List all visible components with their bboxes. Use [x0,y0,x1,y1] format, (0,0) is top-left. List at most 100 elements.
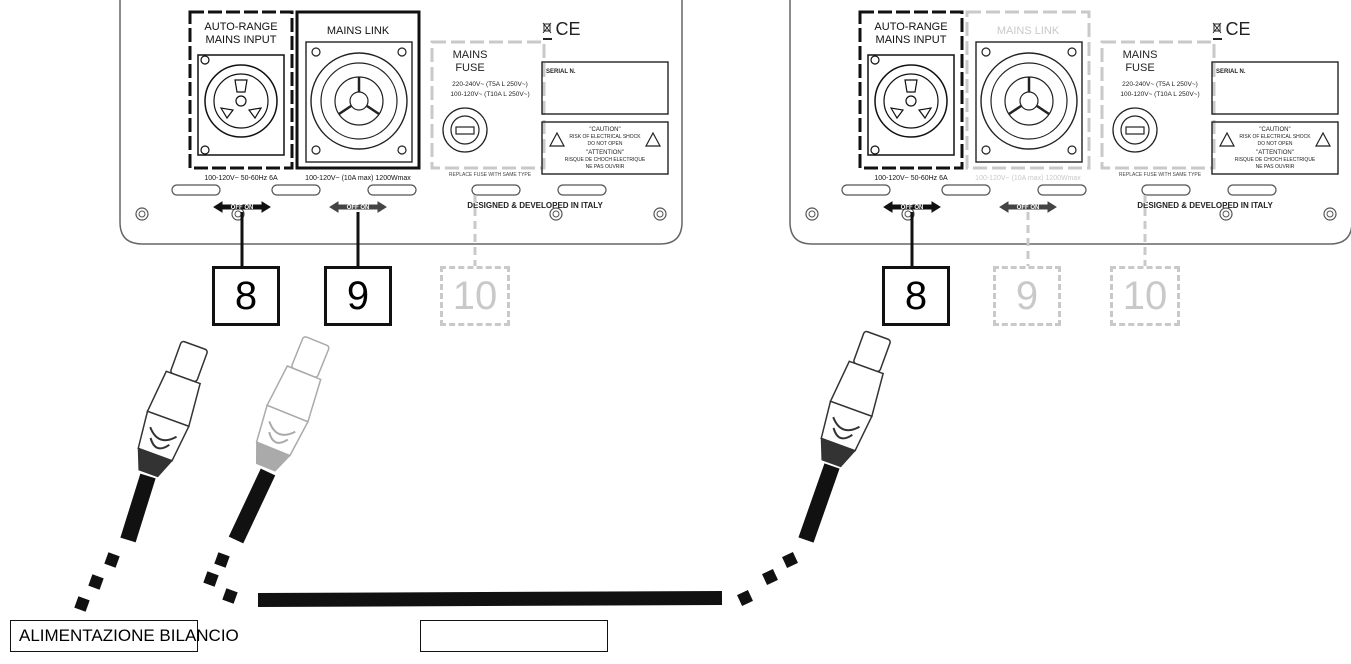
mains-fuse-rating-1: 220-240V~ (T5A L 250V~) [452,81,528,88]
caution-text-1: RISK OF ELECTRICAL SHOCK [569,134,641,140]
mains-fuse-holder [1112,107,1158,153]
mains-input-screw [870,55,880,65]
mains-fuse-frame [430,40,546,170]
mains-fuse-cap [450,115,480,145]
mains-input-screw [200,145,210,155]
panel-screw-inner [1222,210,1230,218]
mains-input-pin-left [889,107,905,120]
mains-input-frame [188,10,294,170]
attention-title: "ATTENTION" [1256,150,1294,156]
input-switch-label: OFF ON [901,205,924,211]
callout-9-left: 9 [324,266,392,326]
cable-dash [74,596,90,612]
weee-icon-bar [1213,38,1222,40]
caution-text-2: DO NOT OPEN [588,141,623,147]
mains-input-title-2: MAINS INPUT [876,34,947,46]
mains-link-screw [1067,145,1077,155]
plug-left-grip [149,426,178,450]
vent-slot [471,184,521,196]
mains-link-frame [965,10,1091,170]
panel-screw [805,207,819,221]
mains-input-socket-inner [883,73,939,129]
mains-link-screw [397,47,407,57]
serial-box [541,61,669,115]
mains-input-pin-right [917,107,933,120]
plug-right-grip [832,416,861,440]
mains-link-socket-ring [990,62,1068,140]
mains-input-title-1: AUTO-RANGE [874,21,947,33]
mains-fuse-note: REPLACE FUSE WITH SAME TYPE [449,172,532,178]
warning-icon [1314,131,1332,147]
caution-box [541,121,669,175]
cable-dash [214,552,230,568]
mains-link-spokes [1008,77,1050,116]
cable-right [798,463,840,543]
mains-fuse-title-1: MAINS [1123,49,1158,61]
panel-screw [1323,207,1337,221]
mains-link-screw [1067,47,1077,57]
weee-icon-bar [543,38,552,40]
attention-text-2: NE PAS OUVRIR [586,164,625,170]
link-switch-label: OFF ON [1017,205,1040,211]
vent-slot [1141,184,1191,196]
warning-icon [644,131,662,147]
panel-screw [653,207,667,221]
vent-slot [171,184,221,196]
mains-fuse-slot [455,126,475,135]
mains-input-rating: 100-120V~ 50-60Hz 6A [874,175,948,182]
mains-fuse-title-2: FUSE [455,62,484,74]
serial-label: SERIAL N. [546,69,576,75]
mains-fuse-title-2: FUSE [1125,62,1154,74]
designed-label: DESIGNED & DEVELOPED IN ITALY [1137,201,1273,210]
attention-title: "ATTENTION" [586,150,624,156]
mains-input-socket-inner [213,73,269,129]
warning-icon [548,131,566,147]
callout-10-right: 10 [1110,266,1180,326]
input-switch [213,201,271,213]
serial-label: SERIAL N. [1216,69,1246,75]
mains-fuse-holder [442,107,488,153]
weee-icon [543,23,551,32]
mains-link-body [975,41,1083,163]
mains-link-screw [397,145,407,155]
mains-input-screw [870,145,880,155]
mains-fuse-rating-2: 100-120V~ (T10A L 250V~) [1120,91,1199,98]
mains-link-screw [981,145,991,155]
mains-input-screw [200,55,210,65]
caution-title: "CAUTION" [1259,127,1290,133]
callout-8-left: 8 [212,266,280,326]
callout-8-right: 8 [882,266,950,326]
mains-input-body [197,54,285,156]
mains-link-title: MAINS LINK [327,25,390,37]
panel-screw-inner [808,210,816,218]
caution-text-1: RISK OF ELECTRICAL SHOCK [1239,134,1311,140]
mains-link-rating: 100-120V~ (10A max) 1200Wmax [975,175,1081,182]
mains-input-title-1: AUTO-RANGE [204,21,277,33]
mains-fuse-slot [1125,126,1145,135]
panel-screw [549,207,563,221]
plug-right-boot [820,437,856,468]
mains-input-pin-top [234,79,248,93]
link-cable [257,591,723,607]
mains-input-socket [874,64,948,138]
cable-dash [762,569,778,585]
mains-link-rating: 100-120V~ (10A max) 1200Wmax [305,175,411,182]
caution-box [1211,121,1339,175]
input-switch [883,201,941,213]
weee-icon-cross [542,22,552,34]
plug-right [820,330,891,468]
attention-text-1: RISQUE DE CHOCH ELECTRIQUE [1235,157,1316,163]
attention-text-1: RISQUE DE CHOCH ELECTRIQUE [565,157,646,163]
mains-fuse-title-1: MAINS [453,49,488,61]
input-switch-label: OFF ON [231,205,254,211]
link-switch [329,201,387,213]
panel-screw [1219,207,1233,221]
mains-input-socket [204,64,278,138]
cable-dash [782,552,798,568]
mains-link-socket [980,52,1078,150]
mains-link-screw [981,47,991,57]
mains-link-frame [295,10,421,170]
caption-left: ALIMENTAZIONE BILANCIO [10,620,239,652]
cable-dash [104,552,120,568]
